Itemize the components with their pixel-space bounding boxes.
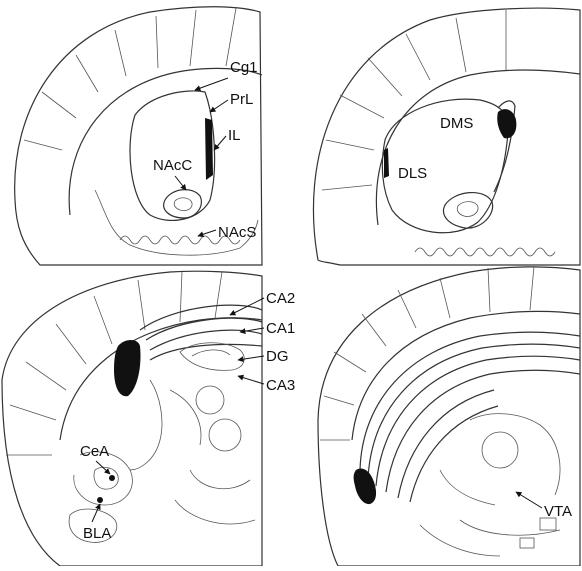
pointer-nacc: [175, 176, 186, 190]
panel-top-right: DMS DLS: [313, 8, 580, 265]
pointer-bla: [92, 504, 100, 522]
midbrain-structures: [420, 414, 560, 556]
pointer-il: [214, 136, 226, 150]
cortical-radial-lines: [24, 8, 236, 150]
cortex-inner-outline: [60, 318, 262, 440]
lesion-hippocampus: [114, 340, 141, 396]
cortex-inner-outline: [352, 311, 580, 440]
cortex-outer-outline: [313, 8, 580, 265]
label-nacc: NAcC: [153, 157, 192, 174]
label-prl: PrL: [230, 91, 253, 108]
label-ca2: CA2: [266, 290, 295, 307]
thalamic-structures: [130, 380, 255, 524]
label-ca1: CA1: [266, 320, 295, 337]
label-dms: DMS: [440, 115, 473, 132]
pointer-nacs: [198, 230, 216, 236]
pointer-cg1: [195, 78, 228, 90]
anterior-commissure-outer: [444, 193, 493, 229]
label-cg1: Cg1: [230, 59, 258, 76]
panel-top-left: Cg1 PrL IL NAcC NAcS: [15, 7, 262, 265]
pointer-ca3: [238, 376, 264, 384]
label-dg: DG: [266, 348, 289, 365]
label-cea: CeA: [80, 443, 109, 460]
label-nacs: NAcS: [218, 224, 256, 241]
lesion-cea: [109, 475, 115, 481]
pointer-dg: [238, 356, 264, 360]
label-bla: BLA: [83, 525, 111, 542]
anterior-commissure-inner: [457, 202, 478, 217]
label-vta: VTA: [544, 503, 572, 520]
pointer-ca2: [230, 298, 264, 315]
label-dls: DLS: [398, 165, 427, 182]
lesion-mpfc: [205, 118, 213, 180]
ventral-wavy-border: [415, 248, 555, 256]
panel-bottom-left: CA2 CA1 DG CA3 CeA BLA: [2, 271, 295, 566]
nac-core-inner: [174, 198, 192, 211]
pointer-vta: [516, 492, 542, 508]
lesion-vta-region: [354, 469, 376, 505]
pointer-prl: [210, 100, 228, 112]
lesion-bla: [97, 497, 103, 503]
cortex-outer-outline: [2, 271, 262, 566]
nac-core-outline: [164, 190, 202, 218]
dentate-gyrus-curves: [180, 343, 244, 371]
label-ca3: CA3: [266, 377, 295, 394]
cortical-radial-lines: [6, 272, 222, 455]
label-il: IL: [228, 127, 241, 144]
panel-bottom-right: VTA: [318, 266, 580, 566]
lesion-dms: [497, 109, 516, 138]
cortex-inner-outline: [376, 70, 580, 225]
lesion-dls: [384, 148, 389, 178]
